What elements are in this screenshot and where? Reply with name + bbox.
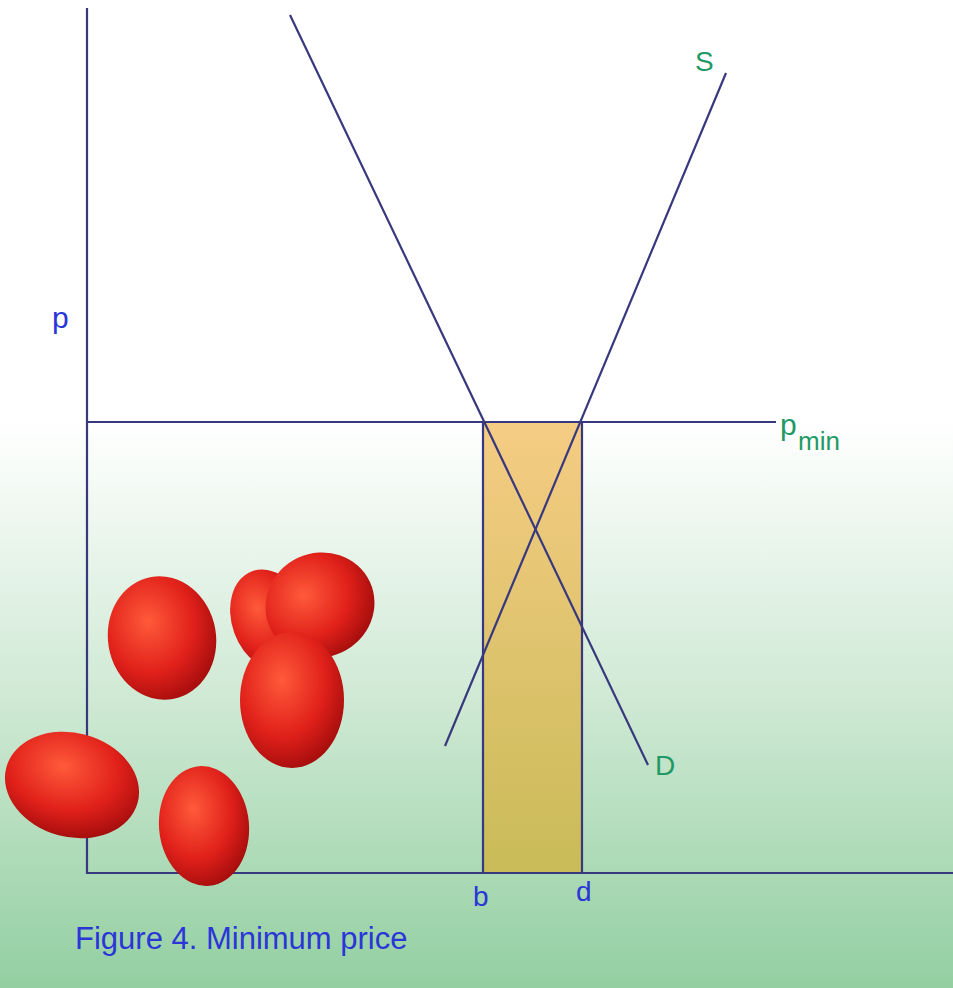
axis-label: p: [52, 303, 69, 333]
supply-curve: [445, 73, 726, 746]
curve-label: S: [695, 48, 714, 76]
quantity-label: d: [576, 878, 592, 906]
curve-label: D: [655, 752, 675, 780]
price-label: p: [780, 410, 797, 440]
tomatoes-illustration: [0, 535, 392, 890]
price-subscript: min: [798, 428, 840, 454]
quantity-d-line: [581, 422, 583, 873]
figure-caption: Figure 4. Minimum price: [75, 923, 407, 954]
surplus-band: [483, 422, 582, 873]
quantity-label: b: [473, 883, 489, 911]
quantity-b-line: [482, 422, 484, 873]
minimum-price-line: [87, 421, 776, 423]
